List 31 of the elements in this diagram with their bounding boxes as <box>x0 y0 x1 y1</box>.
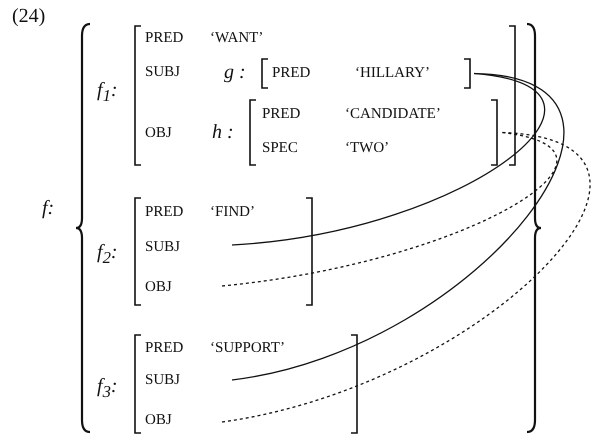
connector-curve <box>222 132 557 287</box>
attribute-name: PRED <box>145 341 184 356</box>
attribute-value-matrix <box>95 333 361 434</box>
attribute-name: SUBJ <box>145 65 180 80</box>
attribute-name: OBJ <box>145 126 172 141</box>
variable-label: f: <box>42 198 54 218</box>
attribute-value: ‘TWO’ <box>345 141 390 156</box>
attribute-name: PRED <box>145 31 184 46</box>
attribute-value-matrix <box>222 57 474 90</box>
attribute-name: SUBJ <box>145 373 180 388</box>
attribute-name: OBJ <box>145 413 172 428</box>
variable-label: f$_{1}$: <box>97 80 118 105</box>
attribute-value: ‘SUPPORT’ <box>210 341 285 356</box>
attribute-name: PRED <box>145 205 184 220</box>
attribute-name: OBJ <box>145 280 172 295</box>
attribute-value: ‘WANT’ <box>210 31 264 46</box>
connector-curve <box>232 72 563 381</box>
attribute-name: SUBJ <box>145 240 180 255</box>
variable-label: f$_{2}$: <box>97 242 118 267</box>
attribute-name: PRED <box>262 107 300 122</box>
attribute-name: PRED <box>272 66 310 81</box>
variable-label: h : <box>212 122 234 142</box>
connector-curve <box>232 72 544 246</box>
attribute-value: ‘HILLARY’ <box>355 66 430 81</box>
variable-label: g : <box>224 62 246 82</box>
attribute-value: ‘FIND’ <box>210 205 255 220</box>
attribute-value: ‘CANDIDATE’ <box>345 107 441 122</box>
example-number: (24) <box>12 6 46 26</box>
variable-label: f$_{3}$: <box>97 376 118 401</box>
attribute-name: SPEC <box>262 141 298 156</box>
connector-curve <box>222 132 590 423</box>
